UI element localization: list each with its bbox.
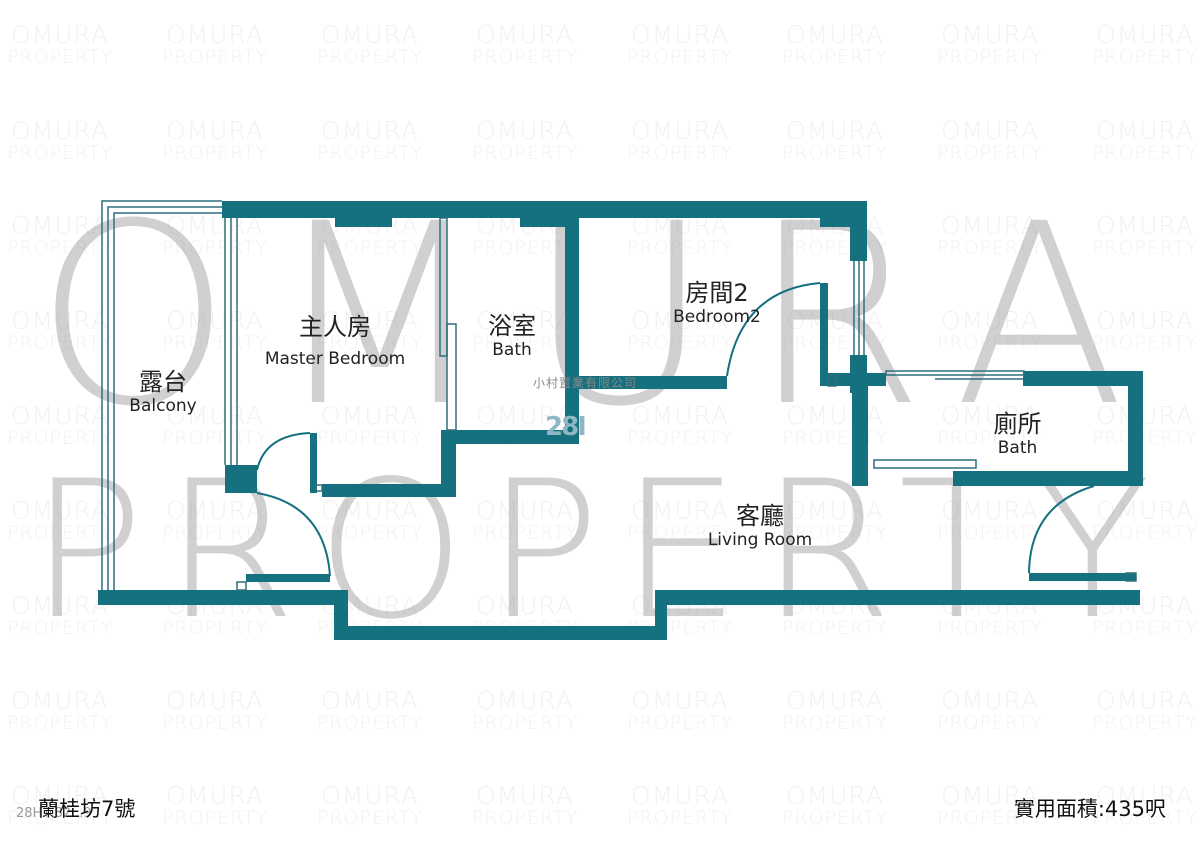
property-address: 蘭桂坊7號 — [38, 797, 136, 821]
reference-code: 28H...82...9 — [16, 806, 92, 821]
company-watermark: 小村置業有限公司 — [533, 376, 638, 390]
saleable-area: 實用面積:435呎 — [1013, 797, 1166, 821]
door-swings — [256, 282, 1095, 577]
walls — [98, 201, 1143, 640]
windows — [101, 200, 1137, 591]
reference-tag: 28I — [545, 412, 587, 442]
